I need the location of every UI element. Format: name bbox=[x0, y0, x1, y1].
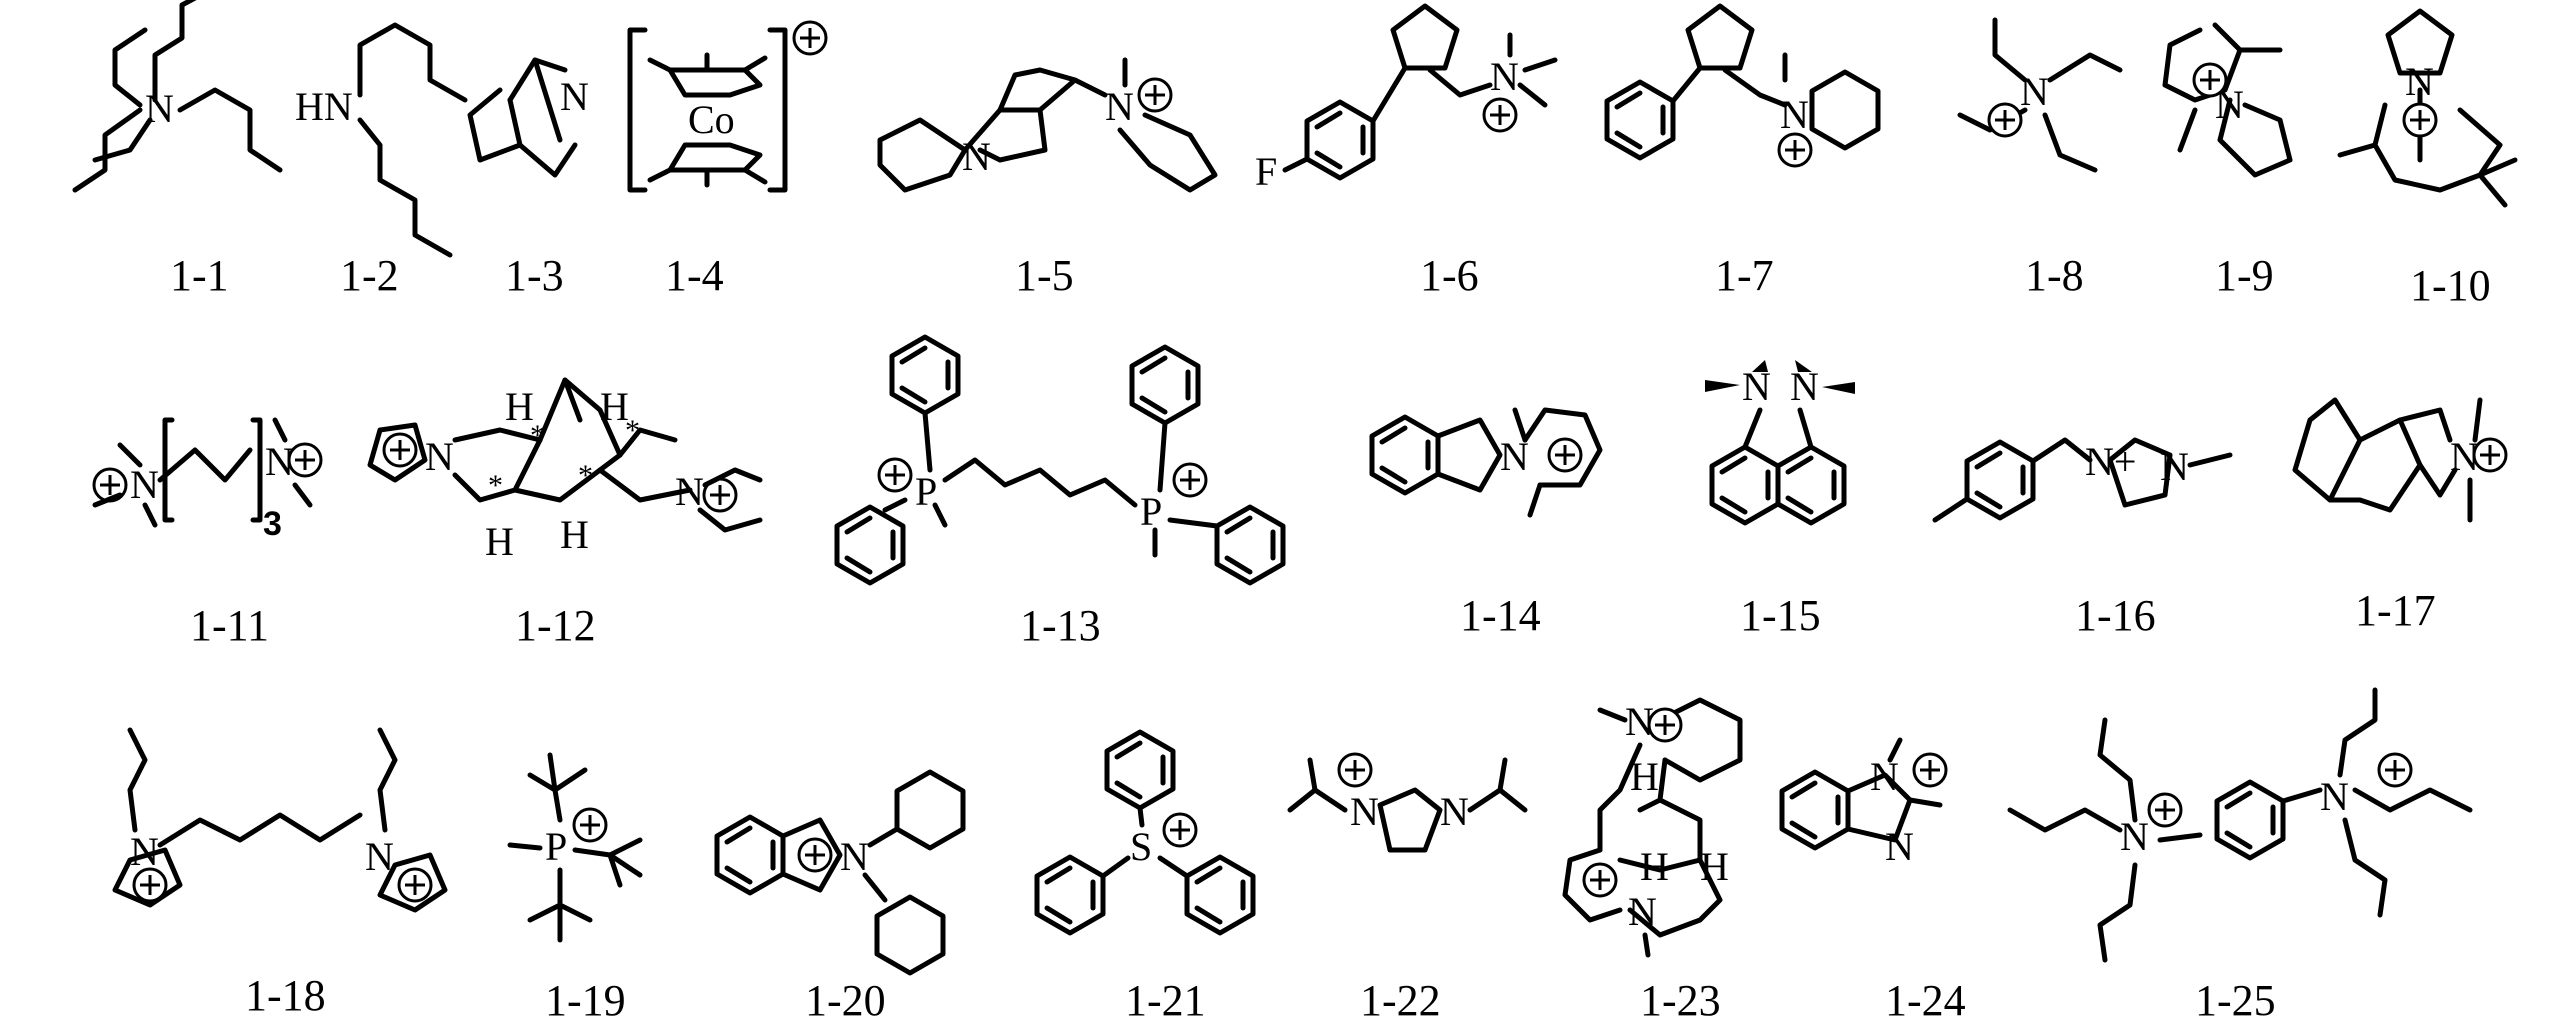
atom-N: N bbox=[2405, 59, 2434, 104]
atom-N: N bbox=[1440, 789, 1469, 834]
atom-N: N bbox=[1105, 84, 1134, 129]
compound-1-4: Co 1-4 bbox=[627, 20, 828, 300]
atom-N: N bbox=[1885, 824, 1914, 869]
caption-1-13: 1-13 bbox=[1020, 601, 1101, 650]
caption-1-23: 1-23 bbox=[1640, 976, 1721, 1024]
caption-1-25: 1-25 bbox=[2195, 976, 2276, 1024]
atom-S: S bbox=[1130, 824, 1152, 869]
caption-1-21: 1-21 bbox=[1125, 976, 1206, 1024]
atom-H: H bbox=[1630, 754, 1659, 799]
atom-N: N bbox=[1780, 92, 1809, 137]
atom-H: H bbox=[600, 384, 629, 429]
atom-F: F bbox=[1255, 149, 1277, 194]
caption-1-19: 1-19 bbox=[545, 976, 626, 1024]
caption-1-14: 1-14 bbox=[1460, 591, 1541, 640]
compound-1-15: N N 1-15 bbox=[1705, 360, 1855, 640]
compound-1-13: P P 1-13 bbox=[837, 337, 1283, 650]
caption-1-10: 1-10 bbox=[2410, 261, 2491, 310]
caption-1-22: 1-22 bbox=[1360, 976, 1441, 1024]
caption-1-8: 1-8 bbox=[2025, 251, 2084, 300]
compound-1-12: N N H H H H * * * * 1-12 bbox=[367, 377, 763, 650]
stereo-mark: * bbox=[578, 459, 593, 492]
atom-N: N bbox=[130, 829, 159, 874]
compound-1-24: N N 1-24 bbox=[1782, 737, 1966, 1024]
atom-N: N bbox=[840, 834, 869, 879]
atom-N: N bbox=[2160, 444, 2189, 489]
caption-1-7: 1-7 bbox=[1715, 251, 1774, 300]
atom-H: H bbox=[505, 384, 534, 429]
compound-1-5: N N 1-5 bbox=[877, 57, 1218, 300]
caption-1-6: 1-6 bbox=[1420, 251, 1479, 300]
atom-P: P bbox=[545, 824, 567, 869]
atom-N-plus: N+ bbox=[2085, 439, 2136, 484]
atom-Co: Co bbox=[688, 97, 735, 142]
caption-1-15: 1-15 bbox=[1740, 591, 1821, 640]
compound-1-19: P 1-19 bbox=[507, 752, 643, 1024]
stereo-mark: * bbox=[625, 414, 640, 447]
compound-1-6: F N 1-6 bbox=[1255, 6, 1558, 300]
compound-1-25: N N 1-25 bbox=[2007, 687, 2473, 1024]
caption-1-3: 1-3 bbox=[505, 251, 564, 300]
atom-P: P bbox=[915, 469, 937, 514]
atom-HN: HN bbox=[295, 84, 353, 129]
compound-1-10: N 1-10 bbox=[2337, 11, 2518, 310]
compound-1-1: N 1-1 bbox=[72, 0, 283, 300]
atom-N: N bbox=[1490, 54, 1519, 99]
compound-1-8: N 1-8 bbox=[1957, 17, 2123, 300]
caption-1-2: 1-2 bbox=[340, 251, 399, 300]
caption-1-4: 1-4 bbox=[665, 251, 724, 300]
atom-N: N bbox=[145, 86, 174, 131]
compound-1-3: N 1-3 bbox=[467, 57, 589, 300]
compound-1-21: S 1-21 bbox=[1037, 732, 1253, 1024]
atom-N: N bbox=[2020, 69, 2049, 114]
atom-N: N bbox=[1628, 889, 1657, 934]
caption-1-16: 1-16 bbox=[2075, 591, 2156, 640]
compound-1-17: N 1-17 bbox=[2292, 397, 2508, 635]
caption-1-17: 1-17 bbox=[2355, 586, 2436, 635]
atom-H: H bbox=[1640, 844, 1669, 889]
caption-1-1: 1-1 bbox=[170, 251, 229, 300]
atom-N: N bbox=[1870, 754, 1899, 799]
caption-1-5: 1-5 bbox=[1015, 251, 1074, 300]
compound-1-20: N 1-20 bbox=[717, 772, 963, 1024]
atom-P: P bbox=[1140, 489, 1162, 534]
caption-1-12: 1-12 bbox=[515, 601, 596, 650]
compound-1-22: N N 1-22 bbox=[1287, 752, 1528, 1024]
atom-H: H bbox=[560, 512, 589, 557]
atom-H: H bbox=[1700, 844, 1729, 889]
compound-1-7: N 1-7 bbox=[1607, 6, 1878, 300]
stereo-mark: * bbox=[488, 469, 503, 502]
atom-N: N bbox=[962, 134, 991, 179]
atom-N: N bbox=[130, 462, 159, 507]
compound-1-2: HN 1-2 bbox=[295, 22, 468, 300]
atom-N: N bbox=[425, 434, 454, 479]
stereo-mark: * bbox=[530, 419, 545, 452]
compound-1-9: N 1-9 bbox=[2162, 22, 2293, 300]
caption-1-24: 1-24 bbox=[1885, 976, 1966, 1024]
compound-1-11: N 3 N 1-11 bbox=[92, 417, 323, 650]
compound-1-23: N H H H N 1-23 bbox=[1562, 697, 1743, 1024]
atom-N: N bbox=[675, 469, 704, 514]
caption-1-18: 1-18 bbox=[245, 971, 326, 1020]
caption-1-9: 1-9 bbox=[2215, 251, 2274, 300]
compound-1-16: N+ N 1-16 bbox=[1932, 437, 2233, 640]
atom-N: N bbox=[560, 74, 589, 119]
atom-H: H bbox=[485, 519, 514, 564]
compound-1-14: N 1-14 bbox=[1372, 407, 1603, 640]
caption-1-11: 1-11 bbox=[190, 601, 269, 650]
atom-N: N bbox=[1350, 789, 1379, 834]
atom-N: N bbox=[2320, 774, 2349, 819]
repeat-count: 3 bbox=[263, 505, 282, 543]
compound-1-18: N N 1-18 bbox=[112, 727, 448, 1020]
caption-1-20: 1-20 bbox=[805, 976, 886, 1024]
